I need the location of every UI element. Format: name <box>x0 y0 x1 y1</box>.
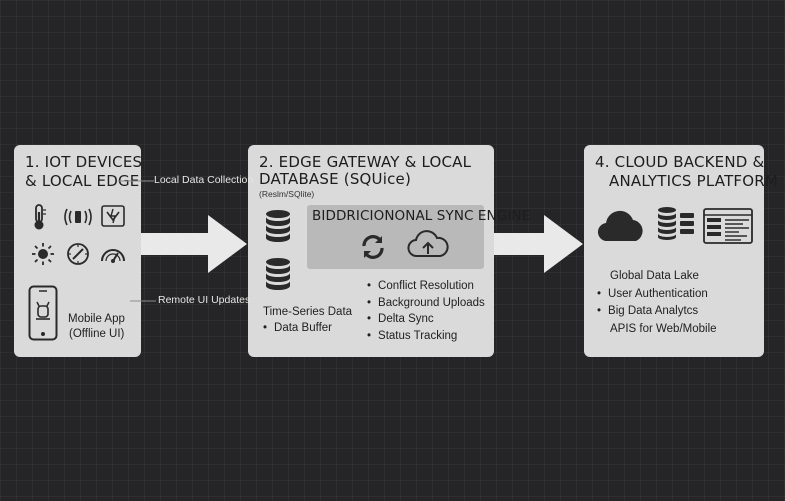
list-item: Status Tracking <box>367 328 485 345</box>
edge-panel-subtitle: (Reslm/SQlite) <box>259 189 315 199</box>
list-item: User Authentication <box>597 286 717 304</box>
cloud-icon <box>597 209 647 243</box>
remote-ui-updates-label: Remote UI Updates <box>158 294 251 306</box>
cloud-panel-title-line2: ANALYTICS PLATFORM <box>609 172 779 190</box>
database-icon <box>656 205 696 241</box>
cloud-backend-panel <box>584 145 764 357</box>
data-buffer-item: Data Buffer <box>263 320 332 337</box>
list-item: Background Uploads <box>367 295 485 312</box>
mobile-app-sublabel: (Offline UI) <box>69 328 125 340</box>
list-item: Global Data Lake <box>610 270 699 282</box>
cloud-panel-title-line1: 4. CLOUD BACKEND & <box>595 153 765 171</box>
time-series-label: Time-Series Data <box>263 306 353 318</box>
list-item: Delta Sync <box>367 311 485 328</box>
sync-features-list: Conflict Resolution Background Uploads D… <box>367 278 485 344</box>
flow-arrow-iot-to-edge <box>141 212 248 276</box>
sun-icon <box>32 243 54 265</box>
compass-gauge-icon <box>66 242 90 266</box>
database-icon <box>264 257 292 291</box>
cloud-items-list: Global Data Lake User Authentication Big… <box>597 268 717 338</box>
iot-panel-title-line1: 1. IOT DEVICES <box>25 153 143 171</box>
mobile-app-label: Mobile App <box>68 313 125 325</box>
database-icon <box>264 209 292 243</box>
local-data-collection-label: Local Data Collection <box>154 174 254 186</box>
sync-engine-title: BIDDRICIONONAL SYNC ENGINE <box>312 208 531 224</box>
cloud-upload-icon <box>407 230 449 260</box>
edge-panel-title-line1: 2. EDGE GATEWAY & LOCAL <box>259 153 472 171</box>
iot-panel-title-line2: & LOCAL EDGE <box>25 172 140 190</box>
list-item: APIS for Web/Mobile <box>610 322 717 335</box>
connector-line-remote <box>130 300 156 302</box>
sync-engine-box <box>307 205 484 269</box>
sync-arrows-icon <box>358 232 388 262</box>
flow-arrow-edge-to-cloud <box>494 212 584 276</box>
connector-line-local <box>118 180 154 182</box>
iot-devices-panel <box>14 145 141 357</box>
vibration-sensor-icon <box>64 207 92 227</box>
smartphone-icon <box>28 285 58 341</box>
thermometer-icon <box>30 203 48 231</box>
speedometer-icon <box>100 243 126 263</box>
list-item: Conflict Resolution <box>367 278 485 295</box>
edge-panel-title-line2: DATABASE (SQUice) <box>259 170 412 188</box>
list-item: Big Data Analytcs <box>597 303 717 321</box>
dashboard-icon <box>703 208 753 244</box>
data-buffer-label: Data Buffer <box>263 320 332 337</box>
power-meter-icon <box>101 205 125 227</box>
